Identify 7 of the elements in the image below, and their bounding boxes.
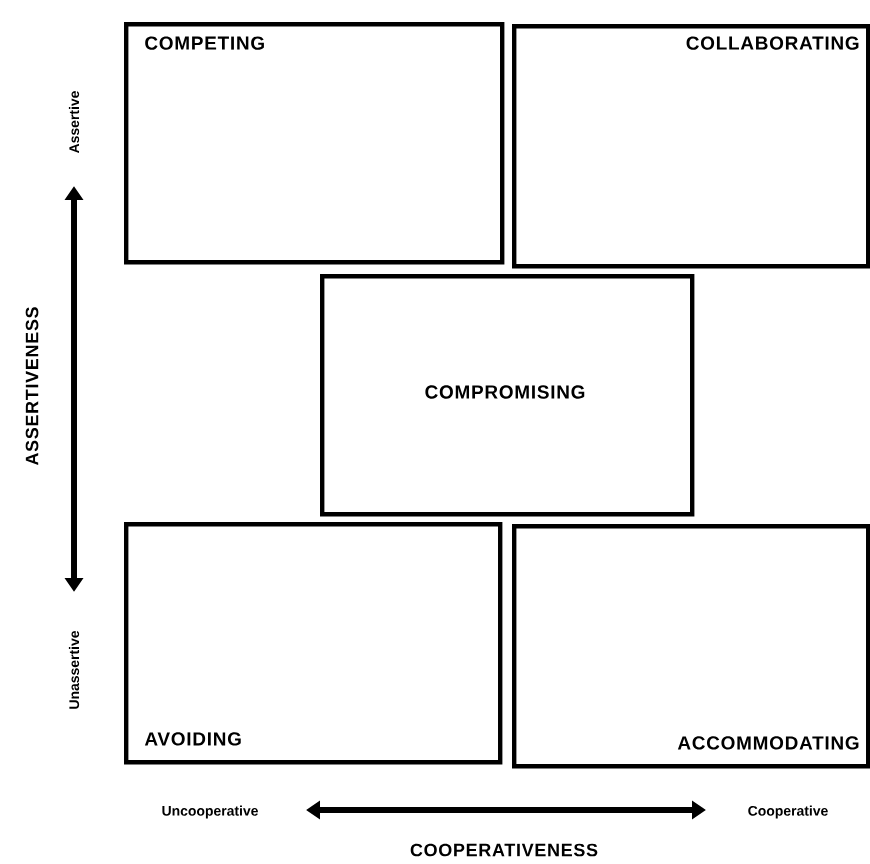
style-box: COMPETING <box>124 22 505 265</box>
style-box: AVOIDING <box>124 522 503 765</box>
style-box: ACCOMMODATING <box>512 524 870 769</box>
axis-title: ASSERTIVENESS <box>25 307 39 466</box>
style-box: COLLABORATING <box>512 24 870 269</box>
style-box: COMPROMISING <box>320 274 695 517</box>
axis-title: COOPERATIVENESS <box>410 843 598 857</box>
